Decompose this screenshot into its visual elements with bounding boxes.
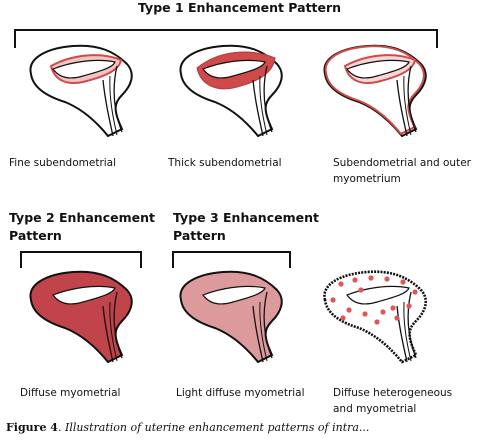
- caption-hetero-line2: and myometrial: [333, 403, 417, 415]
- uterus-diffuse-heterogeneous: [323, 270, 428, 364]
- caption-light-diffuse-myometrial: Light diffuse myometrial: [176, 387, 305, 399]
- type2-heading-line2: Pattern: [9, 228, 62, 243]
- figure-caption-text: Illustration of uterine enhancement patt…: [64, 421, 370, 434]
- type2-heading-line1: Type 2 Enhancement: [9, 210, 155, 225]
- figure-caption-label: Figure 4: [6, 421, 58, 434]
- type3-heading-line1: Type 3 Enhancement: [173, 210, 319, 225]
- uterus-thick-subendometrial: [179, 44, 283, 138]
- figure-caption: Figure 4. Illustration of uterine enhanc…: [6, 421, 370, 434]
- type3-heading-line2: Pattern: [173, 228, 226, 243]
- caption-thick-subendometrial: Thick subendometrial: [168, 157, 282, 169]
- uterus-diffuse-myometrial: [29, 270, 133, 363]
- caption-outer-line2: myometrium: [333, 173, 401, 185]
- heterogeneous-dots: [330, 275, 418, 325]
- type2-bracket: [20, 251, 142, 268]
- uterus-subendometrial-outer: [323, 44, 427, 138]
- caption-fine-subendometrial: Fine subendometrial: [9, 157, 117, 169]
- type1-heading: Type 1 Enhancement Pattern: [138, 0, 342, 15]
- uterus-light-diffuse-myometrial: [179, 270, 283, 363]
- type1-bracket: [14, 29, 438, 48]
- caption-outer-line1: Subendometrial and outer: [333, 157, 471, 169]
- caption-hetero-line1: Diffuse heterogeneous: [333, 387, 453, 399]
- type3-bracket: [172, 251, 291, 268]
- caption-diffuse-myometrial: Diffuse myometrial: [20, 387, 121, 399]
- uterus-fine-subendometrial: [29, 44, 133, 138]
